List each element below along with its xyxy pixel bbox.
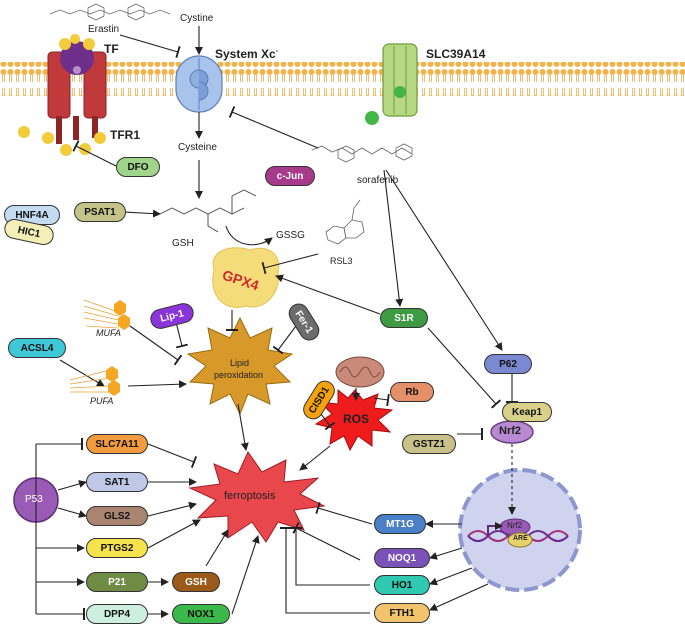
- mufa-lipid: [83, 299, 119, 329]
- tfr1-label: TFR1: [110, 128, 140, 142]
- erastin-structure: [49, 3, 171, 21]
- gssg-label: GSSG: [276, 230, 305, 241]
- mt1g-pill: MT1G: [374, 514, 426, 534]
- slc7a11-pill: SLC7A11: [86, 434, 148, 454]
- pufa-label: PUFA: [90, 396, 114, 406]
- transferrin: [60, 41, 94, 75]
- dfo-pill: DFO: [116, 157, 160, 177]
- ros-label: ROS: [343, 412, 370, 426]
- ptgs2-pill: PTGS2: [86, 538, 148, 558]
- cysteine-label: Cysteine: [178, 142, 217, 153]
- gsh-label: GSH: [172, 238, 194, 249]
- mufa-label: MUFA: [96, 328, 121, 338]
- cystine-label: Cystine: [180, 13, 214, 24]
- ros-star: [314, 388, 394, 452]
- connectors: [35, 26, 518, 620]
- gsh-pill: GSH: [172, 572, 220, 592]
- gls2-pill: GLS2: [86, 506, 148, 526]
- sorafenib-structure: [311, 143, 413, 163]
- nrf2-nucleus-label: Nrf2: [507, 521, 523, 530]
- rsl3-structure: [325, 199, 365, 245]
- acsl4-pill: ACSL4: [8, 338, 66, 358]
- system-xc-label: System Xc-: [215, 47, 279, 61]
- slc39a14-transporter: [365, 43, 418, 125]
- p62-pill: P62: [484, 354, 532, 374]
- are-blob: [507, 532, 533, 548]
- p21-pill: P21: [86, 572, 148, 592]
- nox1-pill: NOX1: [172, 604, 230, 624]
- sat1-pill: SAT1: [86, 472, 148, 492]
- system-xc-transporter: [175, 55, 223, 113]
- pufa-head: [106, 366, 118, 382]
- gstz1-pill: GSTZ1: [402, 434, 456, 454]
- are-label: ARE: [513, 535, 528, 542]
- keap1-pill: Keap1: [502, 402, 552, 422]
- ho1-pill: HO1: [374, 575, 430, 595]
- p53-label: P53: [25, 494, 43, 505]
- rb-pill: Rb: [390, 382, 434, 402]
- c-jun-pill: c-Jun: [265, 166, 315, 186]
- noq1-pill: NOQ1: [374, 548, 430, 568]
- dpp4-pill: DPP4: [86, 604, 148, 624]
- fth1-pill: FTH1: [374, 603, 430, 623]
- mufa-head: [114, 300, 126, 316]
- transcription-arrow: [487, 522, 503, 536]
- gsh-structure: [159, 189, 257, 233]
- ferroptosis-label: ferroptosis: [224, 490, 276, 502]
- erastin-label: Erastin: [88, 24, 120, 35]
- rsl3-label: RSL3: [330, 256, 353, 266]
- lipid-peroxidation-label-2: peroxidation: [214, 370, 264, 380]
- nrf2-label: Nrf2: [499, 425, 522, 437]
- ferroptosis-star: [188, 450, 326, 543]
- psat1-pill: PSAT1: [74, 202, 126, 222]
- mitochondrion: [335, 356, 385, 388]
- slc39a14-label: SLC39A14: [426, 47, 486, 61]
- s1r-pill: S1R: [380, 308, 428, 328]
- sorafenib-label: sorafenib: [357, 175, 399, 186]
- lipid-peroxidation-label-1: Lipid: [230, 358, 250, 368]
- pufa-lipid: [69, 369, 111, 393]
- iron-ions: [18, 34, 106, 156]
- cell-membrane: [0, 62, 685, 96]
- tf-label: TF: [104, 42, 119, 56]
